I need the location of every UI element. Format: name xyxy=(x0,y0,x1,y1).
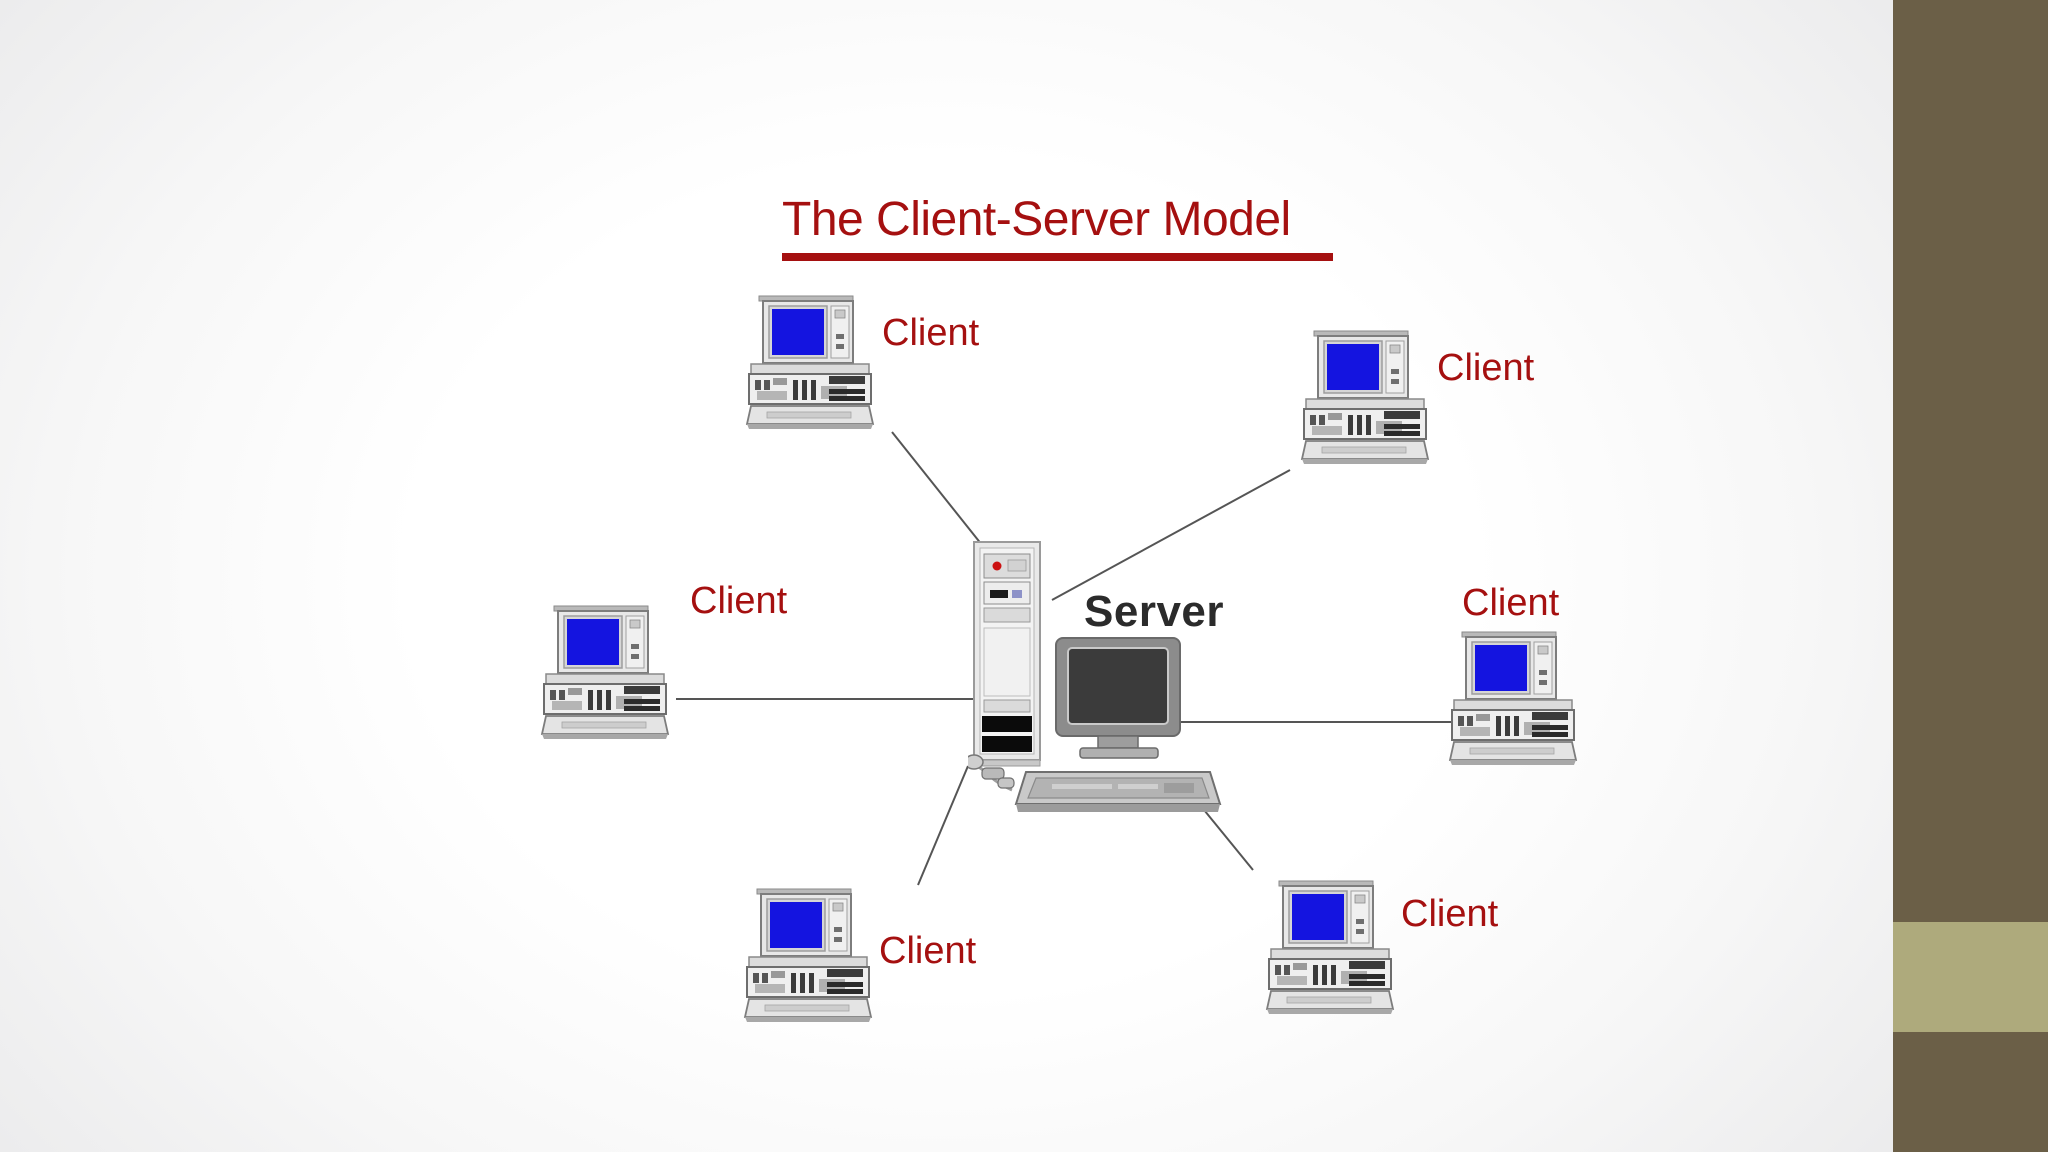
rail-segment-dark-top xyxy=(1893,0,2048,922)
server-node[interactable]: Server xyxy=(968,540,1228,820)
slide-title-block: The Client-Server Model xyxy=(782,196,1348,261)
client-label: Client xyxy=(690,580,788,622)
wire-client-bottom-right xyxy=(1199,804,1254,871)
server-tower-and-desktop-icon xyxy=(968,541,1222,812)
client-label: Client xyxy=(1437,347,1535,389)
client-node-middle-right[interactable]: Client xyxy=(1448,584,1598,768)
client-node-bottom-left[interactable]: Client xyxy=(743,885,976,1025)
rail-segment-khaki xyxy=(1893,922,2048,1032)
client-label: Client xyxy=(882,312,980,354)
desktop-computer-icon xyxy=(1448,631,1578,765)
desktop-computer-icon xyxy=(745,295,875,429)
desktop-computer-icon xyxy=(540,605,670,739)
server-label: Server xyxy=(1084,587,1225,636)
client-label: Client xyxy=(1401,893,1499,935)
title-underline xyxy=(782,253,1333,261)
wire-client-top-left xyxy=(891,431,983,546)
desktop-computer-icon xyxy=(1265,880,1395,1014)
decorative-side-rail xyxy=(1893,0,2048,1152)
client-node-bottom-right[interactable]: Client xyxy=(1265,877,1498,1017)
wire-client-bottom-left xyxy=(917,765,969,886)
wire-client-top-right xyxy=(1051,469,1291,601)
desktop-computer-icon xyxy=(1300,330,1430,464)
page-title: The Client-Server Model xyxy=(782,193,1291,246)
desktop-computer-icon xyxy=(743,888,873,1022)
client-node-top-left[interactable]: Client xyxy=(745,292,979,432)
client-label: Client xyxy=(879,930,977,972)
rail-segment-dark-bottom xyxy=(1893,1032,2048,1152)
client-label: Client xyxy=(1462,582,1560,624)
client-node-top-right[interactable]: Client xyxy=(1300,327,1534,467)
client-node-middle-left[interactable]: Client xyxy=(540,582,787,742)
